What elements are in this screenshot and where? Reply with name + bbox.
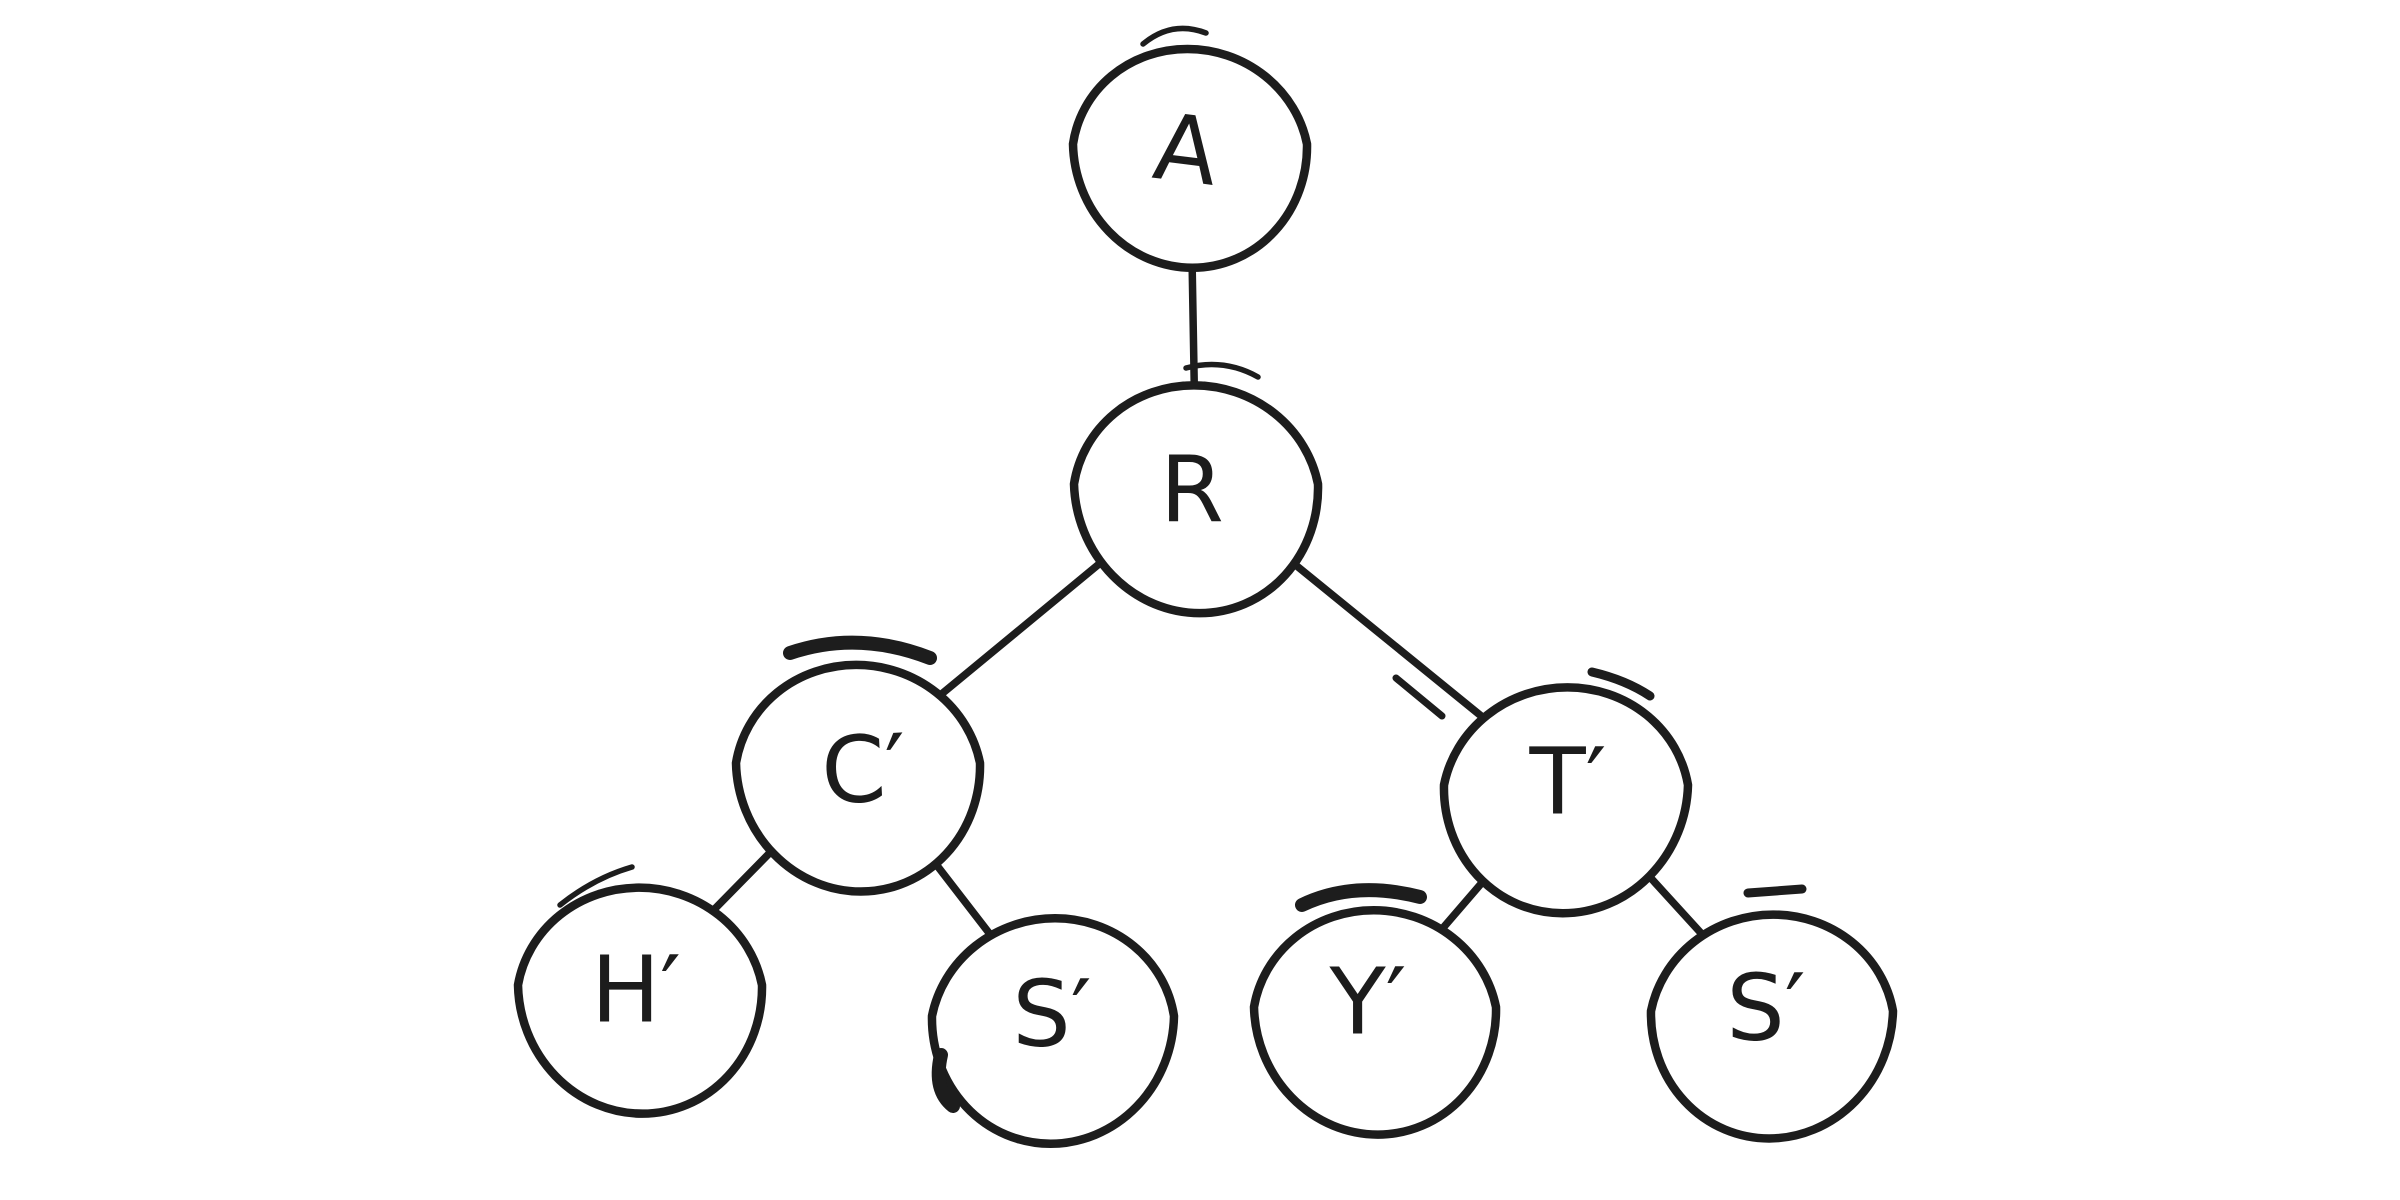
node-y-prime-overstroke — [1295, 883, 1427, 912]
node-s-prime-left: S′ — [927, 914, 1179, 1148]
node-y-prime-circle — [1249, 906, 1501, 1139]
node-y-prime-label: Y′ — [1328, 949, 1406, 1056]
node-s-prime-right-label: S′ — [1726, 955, 1805, 1062]
node-c-prime-overstroke — [783, 635, 937, 665]
node-s-prime-right-overstroke — [1743, 884, 1807, 898]
node-c-prime-circle — [731, 660, 985, 896]
node-t-prime-overstroke — [1587, 667, 1655, 701]
tree-nodes: A R C′ T′ H′ — [513, 25, 1898, 1148]
node-a-circle — [1068, 44, 1312, 273]
node-r-label: R — [1160, 437, 1224, 544]
node-a: A — [1068, 25, 1312, 273]
node-t-prime-label: T′ — [1528, 729, 1606, 836]
node-h-prime: H′ — [513, 864, 767, 1118]
edge-r-t-double-stroke — [1392, 674, 1446, 720]
node-a-label: A — [1148, 93, 1224, 207]
node-s-prime-right: S′ — [1646, 884, 1898, 1143]
node-h-prime-circle — [513, 883, 767, 1118]
node-s-prime-left-overstroke — [931, 1048, 960, 1113]
node-r-overstroke — [1183, 361, 1261, 380]
node-t-prime-circle — [1439, 683, 1693, 918]
node-y-prime: Y′ — [1249, 883, 1501, 1139]
node-c-prime-label: C′ — [819, 714, 910, 825]
node-h-prime-overstroke — [557, 864, 635, 908]
node-s-prime-left-circle — [927, 914, 1179, 1148]
node-s-prime-right-circle — [1646, 910, 1898, 1143]
node-r-circle — [1069, 381, 1323, 618]
node-a-overstroke — [1140, 25, 1209, 47]
node-s-prime-left-label: S′ — [1012, 961, 1091, 1068]
node-h-prime-label: H′ — [591, 937, 681, 1044]
node-r: R — [1069, 361, 1323, 618]
node-t-prime: T′ — [1439, 667, 1693, 918]
node-c-prime: C′ — [731, 635, 985, 896]
